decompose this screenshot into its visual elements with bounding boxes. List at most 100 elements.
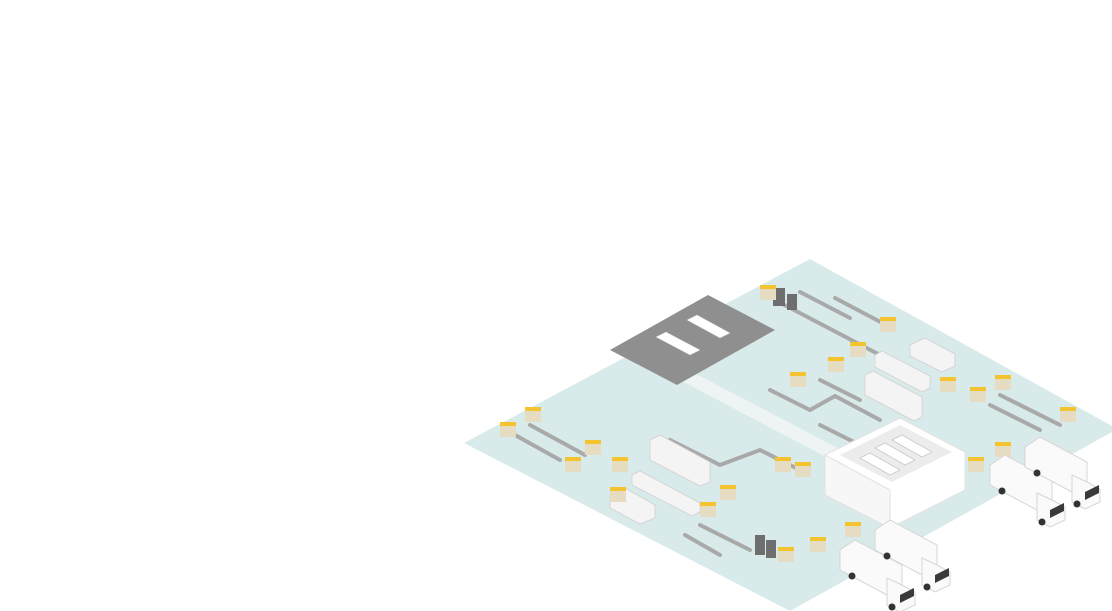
goods-stack <box>760 285 776 300</box>
truck-windshield <box>1050 503 1064 518</box>
goods-top <box>850 342 866 346</box>
goods-top <box>500 422 516 426</box>
crate <box>610 490 626 502</box>
cabinet <box>766 540 776 558</box>
crate <box>720 488 736 500</box>
goods-top <box>880 317 896 321</box>
goods-stack <box>828 357 844 372</box>
crate <box>775 460 791 472</box>
goods-stack <box>610 487 626 502</box>
goods-stacks <box>500 285 1076 562</box>
goods-stack <box>940 377 956 392</box>
rack <box>891 434 933 458</box>
long-machine <box>649 434 711 487</box>
truck <box>874 519 951 593</box>
goods-stack <box>565 457 581 472</box>
goods-top <box>525 407 541 411</box>
goods-top <box>995 375 1011 379</box>
crate <box>828 360 844 372</box>
crate <box>940 380 956 392</box>
goods-top <box>810 537 826 541</box>
truck-windshield <box>900 588 914 603</box>
crate <box>700 505 716 517</box>
goods-stack <box>968 457 984 472</box>
goods-stack <box>612 457 628 472</box>
crate <box>500 425 516 437</box>
goods-stack <box>720 485 736 500</box>
crate <box>968 460 984 472</box>
goods-top <box>612 457 628 461</box>
machines <box>609 337 956 525</box>
truck <box>989 454 1066 528</box>
factory-floor <box>464 259 1112 611</box>
truck-wheel <box>1038 518 1046 526</box>
truck <box>839 539 916 611</box>
truck-windshield <box>935 568 949 583</box>
office-desks <box>655 314 731 356</box>
crate <box>790 375 806 387</box>
goods-top <box>845 522 861 526</box>
crate <box>760 288 776 300</box>
main-aisle <box>680 373 880 478</box>
trucks <box>839 436 1101 611</box>
long-machine <box>864 370 923 422</box>
truck-wheel <box>1033 469 1041 477</box>
crate <box>880 320 896 332</box>
goods-stack <box>585 440 601 455</box>
goods-top <box>970 387 986 391</box>
goods-stack <box>525 407 541 422</box>
goods-stack <box>880 317 896 332</box>
goods-stack <box>775 457 791 472</box>
goods-top <box>585 440 601 444</box>
goods-stack <box>778 547 794 562</box>
desk-row <box>686 314 731 339</box>
cabinet <box>755 535 765 555</box>
conveyor <box>988 393 1062 432</box>
crate <box>795 465 811 477</box>
crate <box>810 540 826 552</box>
conveyor <box>768 378 882 422</box>
goods-top <box>795 462 811 466</box>
desk-row <box>655 331 701 356</box>
rack <box>874 442 916 466</box>
rack <box>859 452 901 476</box>
truck-wheel <box>883 552 891 560</box>
goods-top <box>565 457 581 461</box>
goods-top <box>700 502 716 506</box>
crate <box>778 550 794 562</box>
goods-stack <box>995 442 1011 457</box>
crate <box>612 460 628 472</box>
goods-stack <box>500 422 516 437</box>
crate <box>970 390 986 402</box>
office-platform <box>610 295 775 385</box>
truck-wheel <box>848 572 856 580</box>
warehouse <box>824 417 966 529</box>
goods-top <box>775 457 791 461</box>
goods-stack <box>1060 407 1076 422</box>
goods-top <box>720 485 736 489</box>
crate <box>525 410 541 422</box>
goods-stack <box>995 375 1011 390</box>
goods-top <box>995 442 1011 446</box>
truck-wheel <box>923 583 931 591</box>
goods-top <box>828 357 844 361</box>
crate <box>585 443 601 455</box>
cabinet <box>787 294 797 310</box>
goods-stack <box>795 462 811 477</box>
goods-stack <box>970 387 986 402</box>
goods-top <box>610 487 626 491</box>
truck-wheel <box>998 487 1006 495</box>
goods-top <box>778 547 794 551</box>
goods-stack <box>700 502 716 517</box>
truck-wheel <box>888 603 896 611</box>
long-machine <box>874 350 931 393</box>
warehouse-racks <box>859 434 933 476</box>
goods-stack <box>810 537 826 552</box>
crate <box>850 345 866 357</box>
crate <box>565 460 581 472</box>
goods-stack <box>845 522 861 537</box>
truck <box>1024 436 1101 510</box>
office-floor <box>610 295 775 385</box>
conveyor <box>513 423 587 462</box>
